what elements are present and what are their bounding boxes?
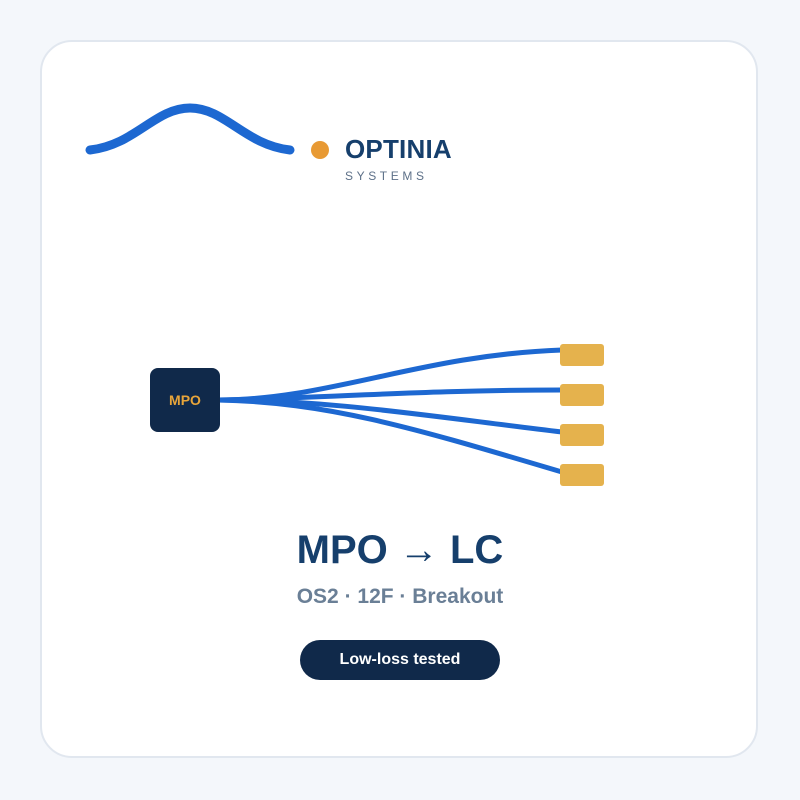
quality-badge: Low-loss tested	[300, 640, 500, 680]
brand-tagline: SYSTEMS	[345, 169, 428, 183]
lc-connector-3	[560, 424, 604, 446]
product-title: MPO → LC	[296, 528, 504, 572]
brand-name: OPTINIA	[345, 134, 452, 164]
wave-logo-icon	[85, 103, 295, 155]
product-subtitle: OS2 · 12F · Breakout	[296, 585, 504, 608]
lc-connector-4	[560, 464, 604, 486]
lc-connector-1	[560, 344, 604, 366]
brand-dot-icon	[311, 141, 329, 159]
fiber-4	[215, 397, 565, 475]
fiber-bundle	[215, 347, 565, 475]
lc-connector-2	[560, 384, 604, 406]
mpo-label: MPO	[169, 392, 201, 408]
mpo-connector	[150, 368, 220, 432]
